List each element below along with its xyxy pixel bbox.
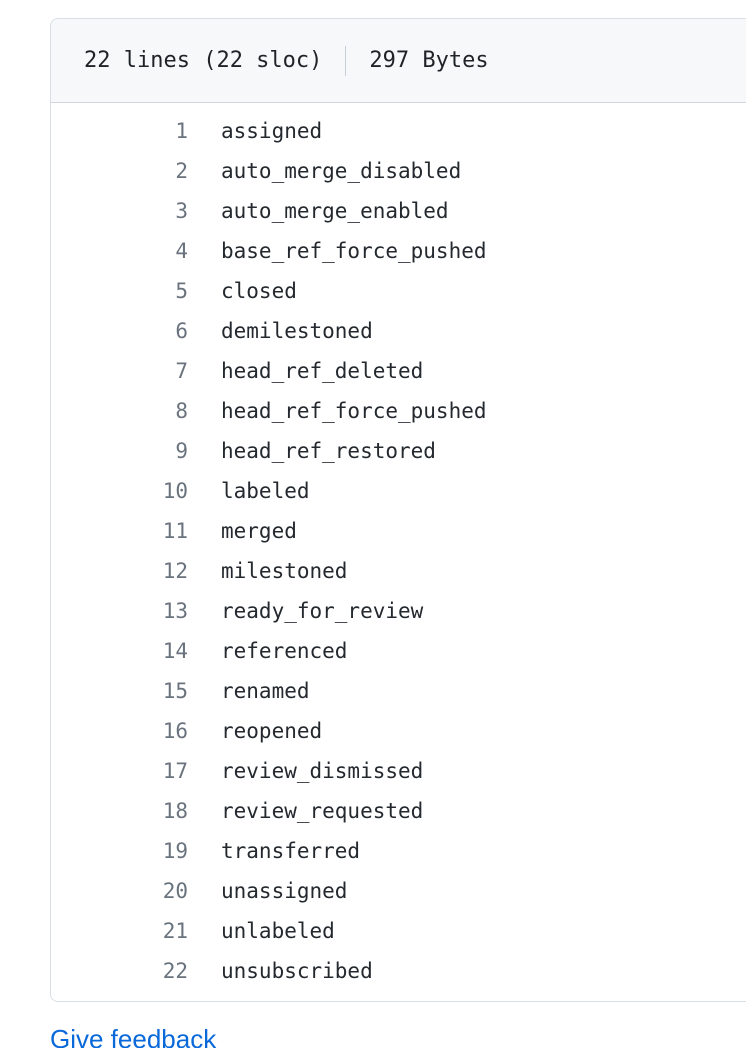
line-number[interactable]: 21 bbox=[162, 919, 188, 943]
line-number[interactable]: 14 bbox=[162, 639, 188, 663]
line-number[interactable]: 19 bbox=[162, 839, 188, 863]
line-content: merged bbox=[221, 519, 297, 543]
line-number[interactable]: 17 bbox=[162, 759, 188, 783]
line-content: head_ref_force_pushed bbox=[221, 399, 487, 423]
line-content: review_requested bbox=[221, 799, 424, 823]
give-feedback-link[interactable]: Give feedback bbox=[50, 1024, 217, 1048]
line-content: ready_for_review bbox=[221, 599, 424, 623]
line-content: unsubscribed bbox=[221, 959, 373, 983]
line-content: head_ref_restored bbox=[221, 439, 436, 463]
line-number[interactable]: 2 bbox=[175, 159, 188, 183]
line-number[interactable]: 22 bbox=[162, 959, 188, 983]
line-content: milestoned bbox=[221, 559, 348, 583]
line-number[interactable]: 7 bbox=[175, 359, 188, 383]
line-content: base_ref_force_pushed bbox=[221, 239, 487, 263]
line-number[interactable]: 15 bbox=[162, 679, 188, 703]
code-line-row: 14 referenced bbox=[51, 631, 746, 671]
line-content: renamed bbox=[221, 679, 310, 703]
line-content: unlabeled bbox=[221, 919, 335, 943]
line-content: review_dismissed bbox=[221, 759, 424, 783]
line-content: closed bbox=[221, 279, 297, 303]
code-line-row: 22 unsubscribed bbox=[51, 951, 746, 991]
code-line-row: 21 unlabeled bbox=[51, 911, 746, 951]
code-line-row: 12 milestoned bbox=[51, 551, 746, 591]
code-line-row: 10 labeled bbox=[51, 471, 746, 511]
line-number[interactable]: 4 bbox=[175, 239, 188, 263]
code-line-row: 9 head_ref_restored bbox=[51, 431, 746, 471]
line-number[interactable]: 5 bbox=[175, 279, 188, 303]
line-number[interactable]: 11 bbox=[162, 519, 188, 543]
code-line-row: 3 auto_merge_enabled bbox=[51, 191, 746, 231]
line-number[interactable]: 6 bbox=[175, 319, 188, 343]
line-number[interactable]: 1 bbox=[175, 119, 188, 143]
file-size-label: 297 Bytes bbox=[369, 47, 489, 73]
file-header-bar: 22 lines (22 sloc) 297 Bytes bbox=[51, 19, 746, 103]
file-viewer-box: 22 lines (22 sloc) 297 Bytes 1 assigned 2 a… bbox=[50, 18, 746, 1002]
code-line-row: 16 reopened bbox=[51, 711, 746, 751]
code-line-row: 6 demilestoned bbox=[51, 311, 746, 351]
line-count-label: 22 lines (22 sloc) bbox=[84, 47, 323, 73]
code-line-row: 13 ready_for_review bbox=[51, 591, 746, 631]
code-line-row: 7 head_ref_deleted bbox=[51, 351, 746, 391]
code-line-row: 5 closed bbox=[51, 271, 746, 311]
line-content: referenced bbox=[221, 639, 348, 663]
line-number[interactable]: 18 bbox=[162, 799, 188, 823]
line-content: labeled bbox=[221, 479, 310, 503]
line-number[interactable]: 13 bbox=[162, 599, 188, 623]
line-number[interactable]: 8 bbox=[175, 399, 188, 423]
code-line-row: 11 merged bbox=[51, 511, 746, 551]
line-content: assigned bbox=[221, 119, 323, 143]
line-content: head_ref_deleted bbox=[221, 359, 424, 383]
header-divider bbox=[345, 45, 347, 76]
line-number[interactable]: 10 bbox=[162, 479, 188, 503]
line-number[interactable]: 16 bbox=[162, 719, 188, 743]
code-line-row: 17 review_dismissed bbox=[51, 751, 746, 791]
line-number[interactable]: 9 bbox=[175, 439, 188, 463]
code-line-row: 1 assigned bbox=[51, 111, 746, 151]
line-number[interactable]: 12 bbox=[162, 559, 188, 583]
line-content: auto_merge_enabled bbox=[221, 199, 449, 223]
line-number[interactable]: 3 bbox=[175, 199, 188, 223]
code-listing: 1 assigned 2 auto_merge_disabled 3 auto_merge… bbox=[51, 103, 746, 1001]
code-line-row: 20 unassigned bbox=[51, 871, 746, 911]
line-content: reopened bbox=[221, 719, 323, 743]
code-line-row: 2 auto_merge_disabled bbox=[51, 151, 746, 191]
line-content: auto_merge_disabled bbox=[221, 159, 462, 183]
code-line-row: 15 renamed bbox=[51, 671, 746, 711]
code-line-row: 18 review_requested bbox=[51, 791, 746, 831]
line-content: demilestoned bbox=[221, 319, 373, 343]
line-number[interactable]: 20 bbox=[162, 879, 188, 903]
code-line-row: 19 transferred bbox=[51, 831, 746, 871]
line-content: transferred bbox=[221, 839, 361, 863]
code-line-row: 8 head_ref_force_pushed bbox=[51, 391, 746, 431]
line-content: unassigned bbox=[221, 879, 348, 903]
code-line-row: 4 base_ref_force_pushed bbox=[51, 231, 746, 271]
